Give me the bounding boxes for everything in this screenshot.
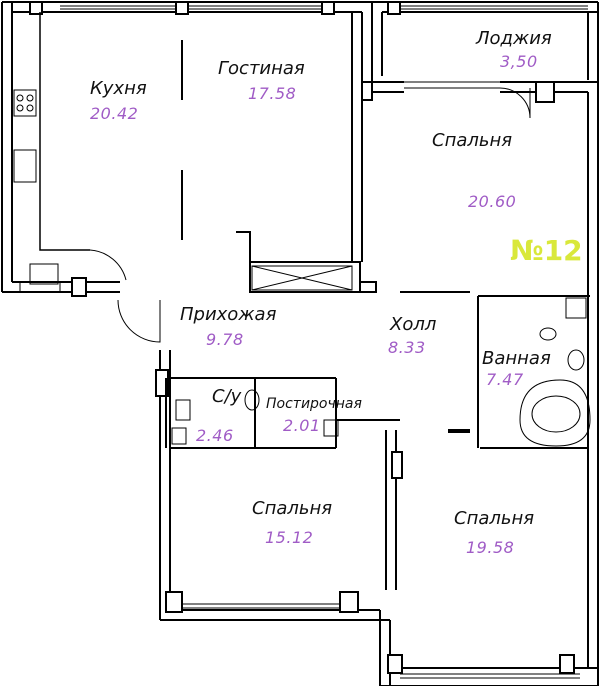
room-name-kitchen: Кухня [90, 78, 147, 99]
room-area-bedroom-2: 15.12 [265, 528, 314, 547]
room-name-hallway: Прихожая [180, 304, 277, 325]
room-area-wc: 2.46 [196, 426, 234, 445]
room-name-living: Гостиная [218, 58, 305, 79]
room-name-bedroom-3: Спальня [454, 508, 535, 529]
fixtures [13, 89, 591, 447]
room-area-living: 17.58 [248, 84, 297, 103]
room-area-bedroom-1: 20.60 [468, 192, 517, 211]
room-area-bedroom-3: 19.58 [466, 538, 515, 557]
room-area-laundry: 2.01 [283, 416, 321, 435]
room-name-bedroom-1: Спальня [432, 130, 513, 151]
room-area-loggia: 3,50 [500, 52, 538, 71]
room-name-bathroom: Ванная [482, 348, 551, 369]
room-name-laundry: Постирочная [266, 396, 362, 412]
room-name-hall: Холл [390, 314, 437, 335]
room-area-hall: 8.33 [388, 338, 426, 357]
apartment-number: №12 [510, 234, 583, 267]
room-area-bathroom: 7.47 [486, 370, 524, 389]
room-name-bedroom-2: Спальня [252, 498, 333, 519]
room-name-wc: С/у [212, 386, 242, 407]
room-area-kitchen: 20.42 [90, 104, 139, 123]
room-name-loggia: Лоджия [476, 28, 552, 49]
interior-walls [11, 12, 590, 590]
room-area-hallway: 9.78 [206, 330, 244, 349]
